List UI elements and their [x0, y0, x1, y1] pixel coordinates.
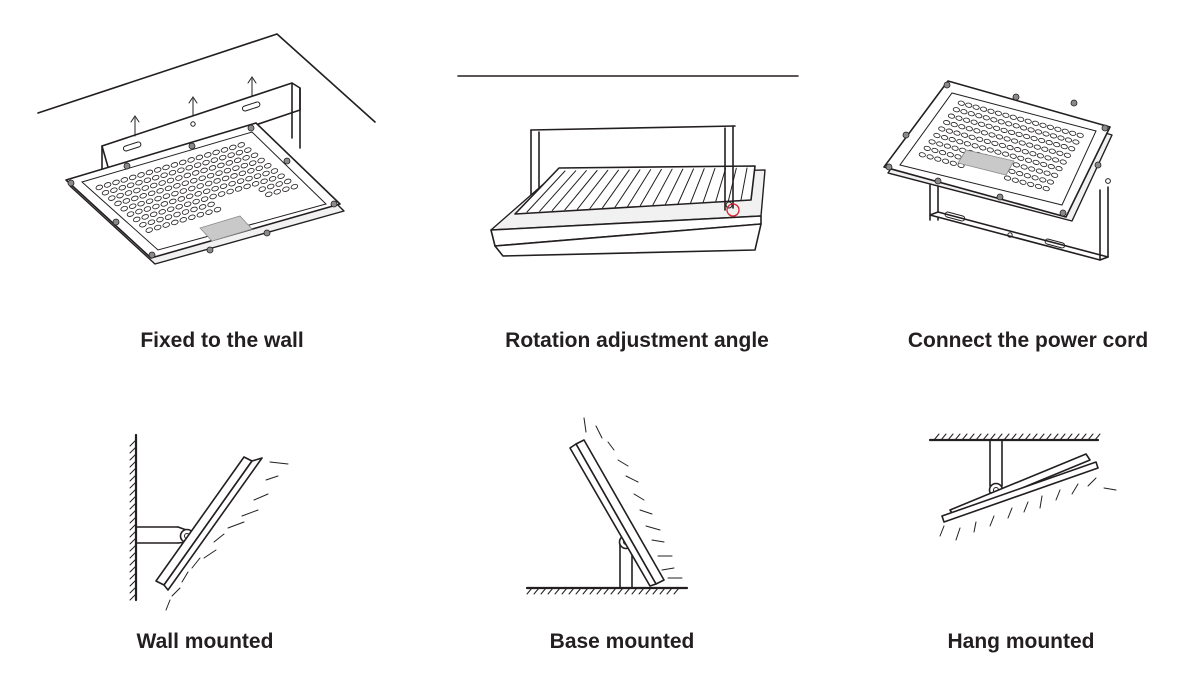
caption-rotation-adjustment: Rotation adjustment angle: [505, 329, 769, 352]
led-array: [95, 142, 299, 233]
rotation-adjust-illustration: [457, 75, 799, 257]
power-cord-connect-illustration: [883, 80, 1113, 261]
caption-hang-mounted: Hang mounted: [947, 630, 1095, 653]
caption-wall-mounted: Wall mounted: [136, 630, 274, 653]
caption-fixed-to-wall: Fixed to the wall: [140, 329, 304, 352]
caption-base-mounted: Base mounted: [549, 630, 695, 653]
rotation-knob-highlight: [726, 203, 740, 217]
ceiling-bracket-install-illustration: [37, 33, 376, 265]
heat-sink-fins: [526, 167, 748, 213]
wall-mount-illustration: [129, 433, 289, 611]
caption-connect-power-cord: Connect the power cord: [907, 329, 1149, 352]
hang-mount-illustration: [928, 433, 1117, 541]
base-mount-illustration: [525, 417, 689, 595]
